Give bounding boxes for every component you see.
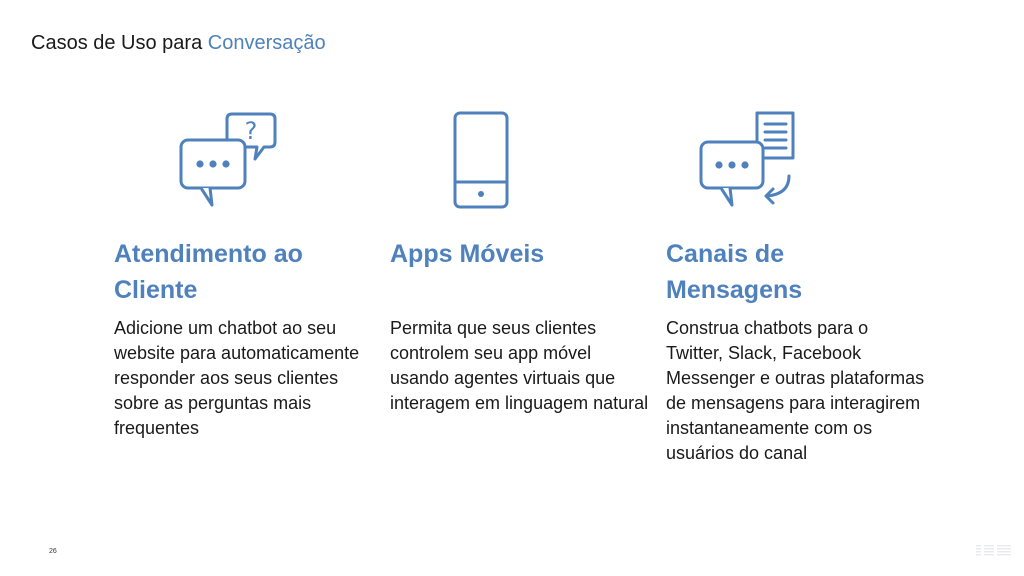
column-heading-line1: Apps Móveis xyxy=(390,240,545,268)
column-heading-line2: Cliente xyxy=(114,276,198,304)
svg-text:?: ? xyxy=(245,117,258,145)
column-heading: Atendimento ao Cliente xyxy=(114,236,378,308)
slide-title-text: Casos de Uso para xyxy=(31,32,203,54)
mobile-phone-icon xyxy=(452,110,510,210)
column-heading: Canais de Mensagens xyxy=(666,236,926,308)
column-apps-moveis: Apps Móveis Permita que seus clientes co… xyxy=(390,236,654,416)
column-atendimento: Atendimento ao Cliente Adicione um chatb… xyxy=(114,236,378,441)
ibm-logo-icon xyxy=(974,543,1014,559)
column-heading: Apps Móveis xyxy=(390,236,654,308)
column-heading-line2: Mensagens xyxy=(666,276,803,304)
slide-title-accent: Conversação xyxy=(207,32,326,54)
column-canais: Canais de Mensagens Construa chatbots pa… xyxy=(666,236,926,466)
column-heading-line1: Atendimento ao xyxy=(114,240,303,268)
column-body: Adicione um chatbot ao seu website para … xyxy=(114,318,360,438)
chat-document-icon xyxy=(697,110,799,210)
chat-question-icon: ? xyxy=(176,110,280,210)
slide-title: Casos de Uso para Conversação xyxy=(31,30,326,56)
column-heading-line1: Canais de xyxy=(666,240,785,268)
page-number: 26 xyxy=(49,548,57,555)
column-body: Construa chatbots para o Twitter, Slack,… xyxy=(666,318,925,463)
column-body: Permita que seus clientes controlem seu … xyxy=(390,318,649,413)
